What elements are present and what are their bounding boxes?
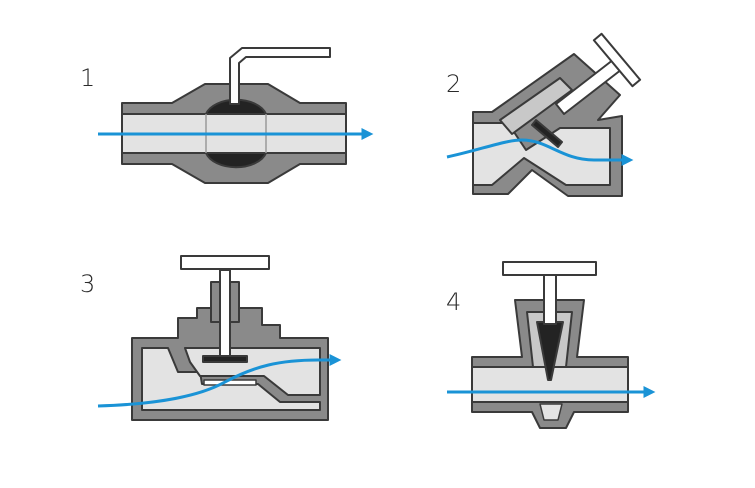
needle-valve-stem <box>543 273 557 325</box>
y-valve-bonnet <box>499 77 573 135</box>
needle-valve <box>471 261 629 429</box>
valve-label-1: 1 <box>80 64 96 92</box>
valve-label-2: 2 <box>446 70 462 98</box>
y-valve-disc <box>531 119 563 148</box>
y-valve-handwheel <box>592 32 642 88</box>
globe-valve-disc <box>202 355 248 363</box>
y-valve <box>472 32 642 197</box>
needle-valve-handwheel <box>502 261 597 276</box>
ball-valve-handle <box>229 47 331 105</box>
valve-label-4: 4 <box>446 288 462 316</box>
flow-arrow-2 <box>446 138 634 166</box>
ball-valve <box>121 47 347 184</box>
needle-valve-outlet <box>539 403 563 421</box>
globe-valve-stem <box>219 269 231 357</box>
valve-label-3: 3 <box>80 270 96 298</box>
globe-valve-handwheel <box>180 255 270 270</box>
flow-arrow-3 <box>97 354 342 408</box>
globe-valve <box>131 255 329 421</box>
